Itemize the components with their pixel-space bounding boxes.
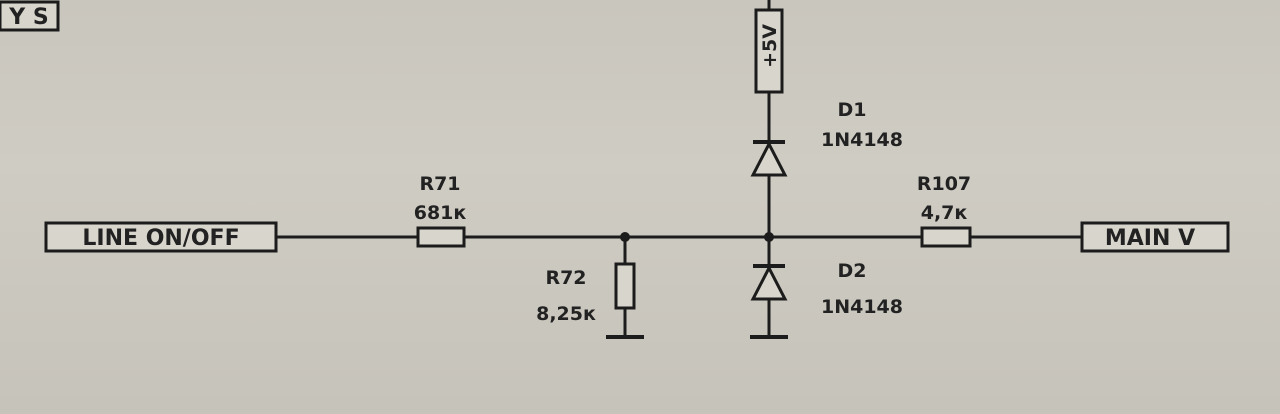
- resistor-r71: R71 681к: [414, 173, 467, 248]
- r72-value: 8,25к: [536, 303, 596, 325]
- r107-ref: R107: [917, 173, 971, 195]
- diode-d2: D2 1N4148: [750, 232, 903, 339]
- d1-value: 1N4148: [821, 129, 903, 151]
- port-main-v-label: MAIN V: [1105, 226, 1195, 251]
- supply-plus-5v: +5V: [754, 0, 784, 94]
- supply-label: +5V: [759, 24, 781, 68]
- d2-value: 1N4148: [821, 296, 903, 318]
- r71-ref: R71: [419, 173, 460, 195]
- port-main-v: MAIN V: [1080, 221, 1230, 253]
- resistor-r107: R107 4,7к: [917, 173, 972, 248]
- diode-d1: D1 1N4148: [750, 90, 903, 239]
- r71-value: 681к: [414, 202, 467, 224]
- d2-ref: D2: [838, 260, 867, 282]
- r72-ref: R72: [545, 267, 586, 289]
- r107-value: 4,7к: [921, 202, 968, 224]
- resistor-r72: R72 8,25к: [536, 232, 644, 339]
- port-line-on-off-label: LINE ON/OFF: [82, 226, 239, 251]
- corner-label-box: Y S: [0, 0, 60, 32]
- corner-label: Y S: [8, 5, 48, 30]
- port-line-on-off: LINE ON/OFF: [44, 221, 278, 253]
- d1-ref: D1: [838, 99, 867, 121]
